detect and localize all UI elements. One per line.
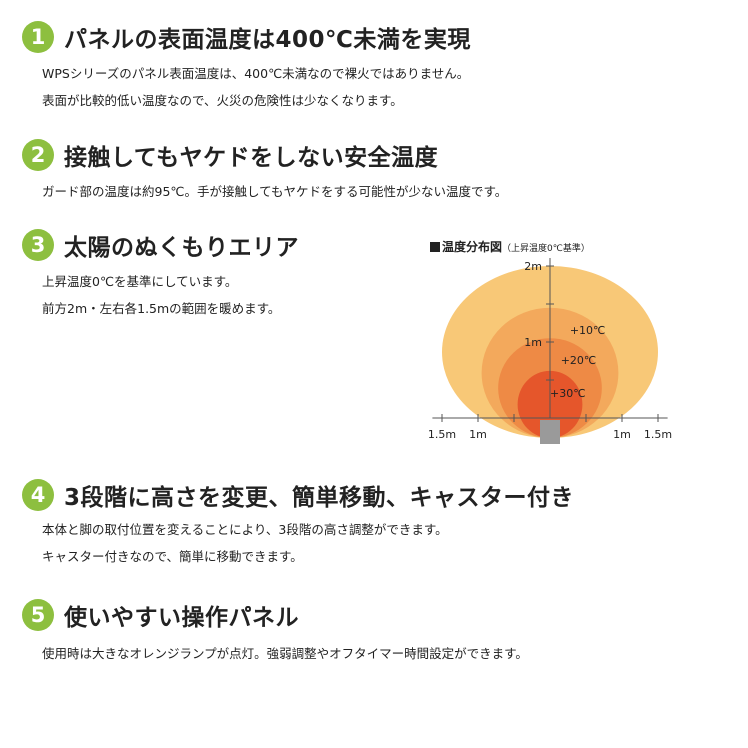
feature-header: 4 3段階に高さを変更、簡単移動、キャスター付き xyxy=(22,478,574,512)
number-badge-1: 1 xyxy=(22,21,54,53)
chart-title-text: 温度分布図 xyxy=(442,240,503,254)
y-tick-label: 2m xyxy=(524,260,542,273)
feature-header: 1 パネルの表面温度は400℃未満を実現 xyxy=(22,20,471,54)
zone-label: +10℃ xyxy=(570,324,606,337)
number-badge-3: 3 xyxy=(22,229,54,261)
chart-title: 温度分布図（上昇温度0℃基準） xyxy=(430,238,590,255)
number-badge-5: 5 xyxy=(22,599,54,631)
feature-title-1: パネルの表面温度は400℃未満を実現 xyxy=(64,27,471,53)
feature-title-2: 接触してもヤケドをしない安全温度 xyxy=(64,145,439,171)
chart-subtitle: （上昇温度0℃基準） xyxy=(502,244,590,254)
description-line: 上昇温度0℃を基準にしています。 xyxy=(42,274,238,289)
description-line: 表面が比較的低い温度なので、火災の危険性は少なくなります。 xyxy=(42,93,403,108)
feature-4: 4 3段階に高さを変更、簡単移動、キャスター付き 本体と脚の取付位置を変えること… xyxy=(22,478,574,570)
x-tick-label: 1m xyxy=(469,428,487,441)
feature-title-3: 太陽のぬくもりエリア xyxy=(64,235,299,261)
description-line: 本体と脚の取付位置を変えることにより、3段階の高さ調整ができます。 xyxy=(42,522,448,537)
feature-header: 2 接触してもヤケドをしない安全温度 xyxy=(22,138,507,172)
feature-description-1: WPSシリーズのパネル表面温度は、400℃未満なので裸火ではありません。 表面が… xyxy=(42,60,471,114)
feature-1: 1 パネルの表面温度は400℃未満を実現 WPSシリーズのパネル表面温度は、40… xyxy=(22,20,471,114)
y-tick-label: 1m xyxy=(524,336,542,349)
x-tick-label: 1m xyxy=(613,428,631,441)
heater-unit xyxy=(540,420,560,444)
number-badge-4: 4 xyxy=(22,479,54,511)
feature-header: 3 太陽のぬくもりエリア xyxy=(22,228,299,262)
zone-label: +30℃ xyxy=(550,387,586,400)
description-line: 前方2m・左右各1.5mの範囲を暖めます。 xyxy=(42,301,281,316)
feature-description-4: 本体と脚の取付位置を変えることにより、3段階の高さ調整ができます。 キャスター付… xyxy=(42,516,574,570)
description-line: ガード部の温度は約95℃。手が接触してもヤケドをする可能性が少ない温度です。 xyxy=(42,184,508,199)
feature-description-5: 使用時は大きなオレンジランプが点灯。強弱調整やオフタイマー時間設定ができます。 xyxy=(42,640,528,667)
feature-description-3: 上昇温度0℃を基準にしています。 前方2m・左右各1.5mの範囲を暖めます。 xyxy=(42,268,299,322)
description-line: 使用時は大きなオレンジランプが点灯。強弱調整やオフタイマー時間設定ができます。 xyxy=(42,646,528,661)
feature-5: 5 使いやすい操作パネル 使用時は大きなオレンジランプが点灯。強弱調整やオフタイ… xyxy=(22,598,528,667)
description-line: WPSシリーズのパネル表面温度は、400℃未満なので裸火ではありません。 xyxy=(42,66,470,81)
feature-2: 2 接触してもヤケドをしない安全温度 ガード部の温度は約95℃。手が接触してもヤ… xyxy=(22,138,507,205)
feature-header: 5 使いやすい操作パネル xyxy=(22,598,528,632)
feature-title-5: 使いやすい操作パネル xyxy=(64,605,299,631)
x-tick-label: 1.5m xyxy=(644,428,672,441)
number-badge-2: 2 xyxy=(22,139,54,171)
square-bullet-icon xyxy=(430,242,440,252)
feature-description-2: ガード部の温度は約95℃。手が接触してもヤケドをする可能性が少ない温度です。 xyxy=(42,178,507,205)
feature-3: 3 太陽のぬくもりエリア 上昇温度0℃を基準にしています。 前方2m・左右各1.… xyxy=(22,228,299,322)
temperature-distribution-chart: 1m 2m 1.5m 1m 1m 1.5m +10℃ +20℃ +30℃ xyxy=(428,258,672,444)
feature-title-4: 3段階に高さを変更、簡単移動、キャスター付き xyxy=(64,485,575,511)
description-line: キャスター付きなので、簡単に移動できます。 xyxy=(42,549,303,564)
x-tick-label: 1.5m xyxy=(428,428,456,441)
zone-label: +20℃ xyxy=(561,354,597,367)
